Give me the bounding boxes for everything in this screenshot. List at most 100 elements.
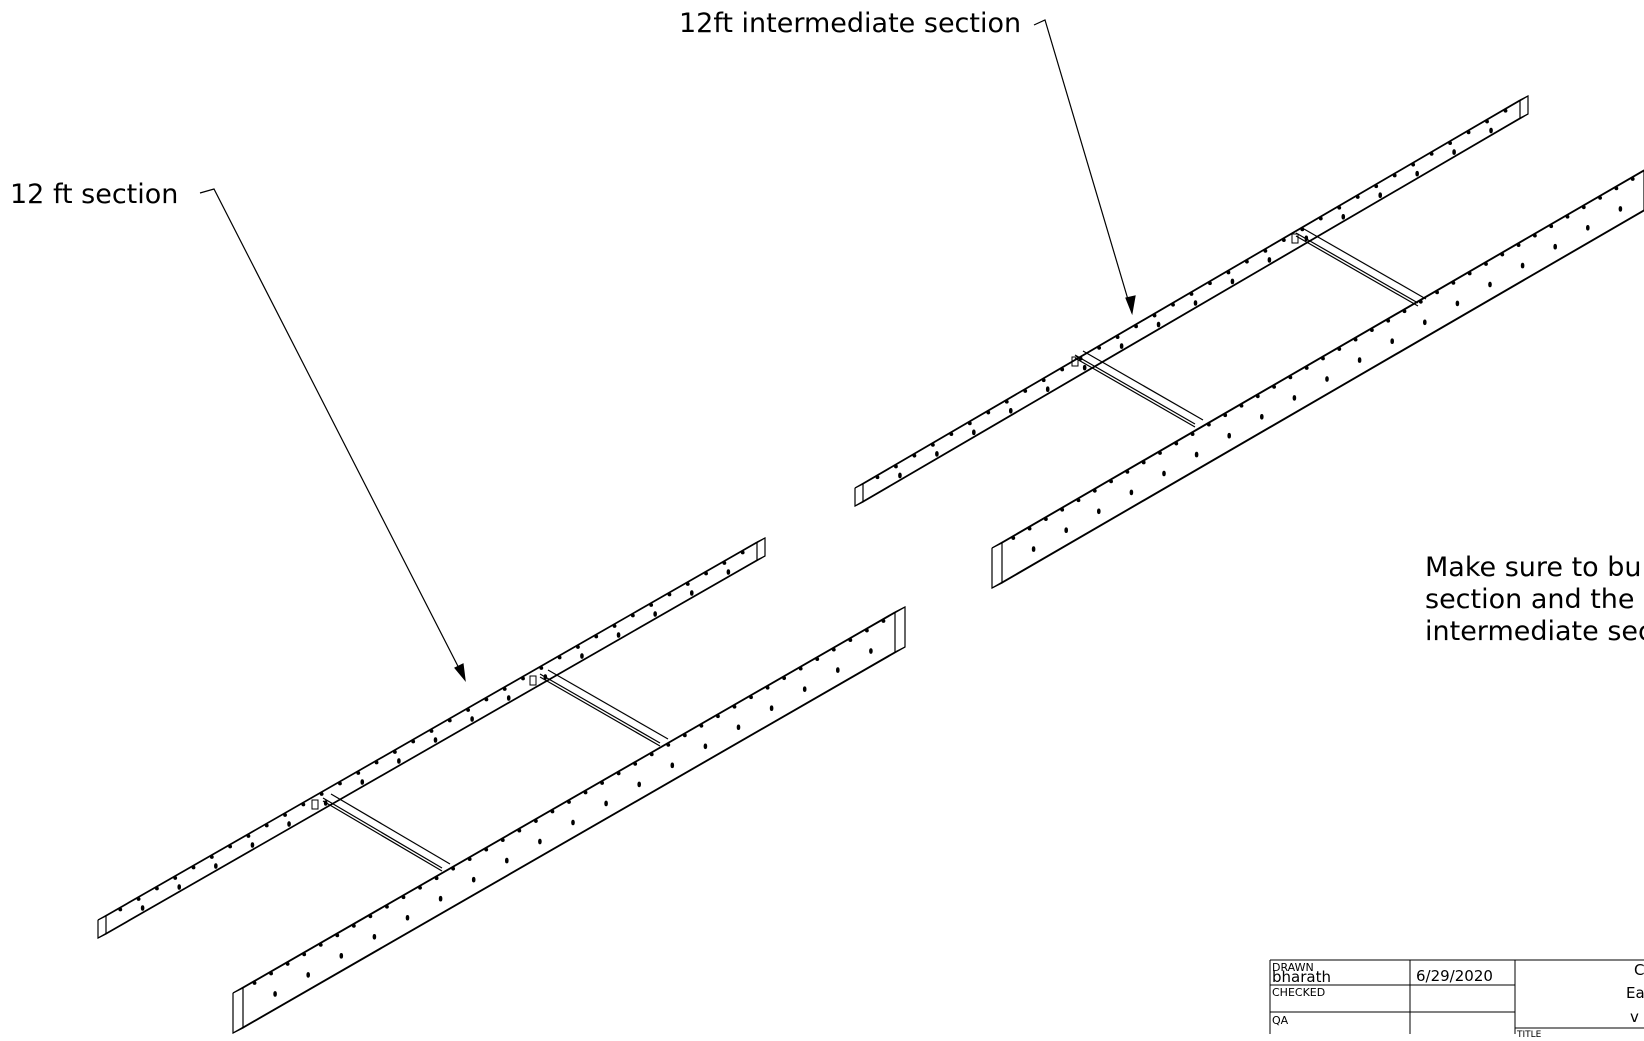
- bolt-hole: [1023, 389, 1028, 393]
- bolt-hole: [434, 876, 439, 881]
- bolt-hole: [765, 685, 770, 690]
- slot-hole: [372, 933, 377, 940]
- slot-hole: [1156, 321, 1161, 328]
- slot-hole: [506, 695, 511, 701]
- slot-hole: [653, 611, 657, 617]
- bolt-hole: [302, 952, 307, 957]
- slot-hole: [726, 569, 731, 575]
- slot-hole: [1194, 451, 1199, 458]
- bolt-hole: [1190, 432, 1195, 437]
- slot-hole: [802, 686, 807, 692]
- bolt-hole: [484, 697, 489, 702]
- bolt-hole: [649, 603, 654, 607]
- slot-hole: [538, 838, 542, 845]
- slot-hole: [1227, 432, 1232, 439]
- bolt-hole: [1598, 195, 1602, 200]
- bolt-hole: [500, 838, 505, 842]
- slot-hole: [273, 991, 277, 997]
- bolt-hole: [155, 886, 159, 891]
- bolt-hole: [1374, 184, 1379, 189]
- bolt-hole: [1549, 224, 1554, 229]
- bolt-hole: [1097, 345, 1102, 350]
- bolt-hole: [732, 704, 737, 709]
- rung-lower-2: [539, 669, 669, 747]
- note-line-1: Make sure to bu: [1425, 552, 1642, 583]
- bolt-hole: [301, 802, 306, 807]
- slot-hole: [571, 819, 575, 826]
- bolt-hole: [557, 655, 562, 660]
- rail-end: [232, 987, 244, 1034]
- bolt-hole: [1435, 290, 1439, 295]
- slot-hole: [1415, 170, 1419, 177]
- bolt-hole: [685, 582, 690, 586]
- bolt-hole: [699, 723, 704, 728]
- slot-hole: [1423, 319, 1427, 326]
- rail-edge: [1001, 210, 1644, 584]
- bolt-hole: [338, 781, 342, 786]
- rung-upper-1: [1074, 350, 1204, 428]
- slot-hole: [580, 653, 584, 659]
- bolt-hole: [1043, 517, 1048, 522]
- bolt-hole: [1223, 413, 1228, 418]
- slot-hole: [360, 779, 365, 785]
- bolt-hole: [283, 813, 287, 817]
- bolt-hole: [1076, 498, 1081, 503]
- ladder-section-12ft: [97, 537, 906, 1034]
- rung-edge: [539, 676, 661, 747]
- bolt-hole: [1484, 262, 1488, 266]
- qa-label: QA: [1272, 1014, 1289, 1027]
- bolt-hole: [682, 733, 687, 738]
- title-right-1: C: [1634, 961, 1644, 979]
- slot-hole: [1045, 386, 1050, 393]
- slot-hole: [1586, 225, 1590, 231]
- slot-hole: [736, 724, 741, 731]
- rung-edge: [1082, 350, 1204, 421]
- slot-hole: [637, 781, 642, 788]
- rung-edge: [322, 797, 443, 869]
- bolt-hole: [1041, 378, 1046, 383]
- slot-hole: [616, 632, 621, 638]
- slot-hole: [250, 842, 255, 848]
- bolt-hole: [517, 828, 522, 833]
- bolt-hole: [1288, 375, 1293, 380]
- bolt-hole: [583, 790, 588, 795]
- bolt-hole: [318, 942, 323, 947]
- bolt-hole: [484, 847, 489, 852]
- slot-hole: [214, 863, 218, 869]
- bolt-hole: [1115, 335, 1120, 340]
- slot-hole: [1129, 489, 1134, 496]
- bolt-hole: [319, 792, 324, 796]
- bolt-hole: [1581, 205, 1586, 210]
- bolt-hole: [798, 666, 803, 671]
- bolt-hole: [594, 634, 599, 639]
- bolt-hole: [1355, 195, 1360, 199]
- slot-hole: [1618, 206, 1623, 212]
- callout-intermediate-section: 12ft intermediate section: [679, 8, 1022, 39]
- bolt-hole: [600, 781, 604, 785]
- rail-end: [756, 537, 766, 561]
- bolt-hole: [1027, 526, 1032, 531]
- rung-edge: [1295, 232, 1419, 304]
- bolt-hole: [191, 865, 196, 870]
- slot-hole: [972, 429, 976, 436]
- slot-hole: [1193, 300, 1198, 306]
- bolt-hole: [1429, 151, 1434, 156]
- bolt-hole: [411, 739, 416, 744]
- slot-hole: [504, 857, 509, 864]
- bolt-hole: [1321, 356, 1325, 361]
- slot-hole: [769, 705, 774, 712]
- bolt-hole: [1448, 141, 1453, 146]
- rail-front-lower: [232, 606, 906, 1034]
- bolt-hole: [967, 421, 972, 426]
- bolt-hole: [576, 645, 580, 649]
- rung-upper-2: [1295, 228, 1427, 307]
- slot-hole: [177, 884, 182, 890]
- bolt-hole: [118, 907, 123, 912]
- bolt-hole: [704, 571, 708, 576]
- slot-hole: [470, 716, 474, 722]
- rail-end: [97, 915, 107, 939]
- leader-lines: [199, 19, 1136, 682]
- bolt-hole: [1109, 479, 1113, 484]
- bolt-hole: [1565, 214, 1570, 219]
- rail-edge: [862, 95, 1529, 485]
